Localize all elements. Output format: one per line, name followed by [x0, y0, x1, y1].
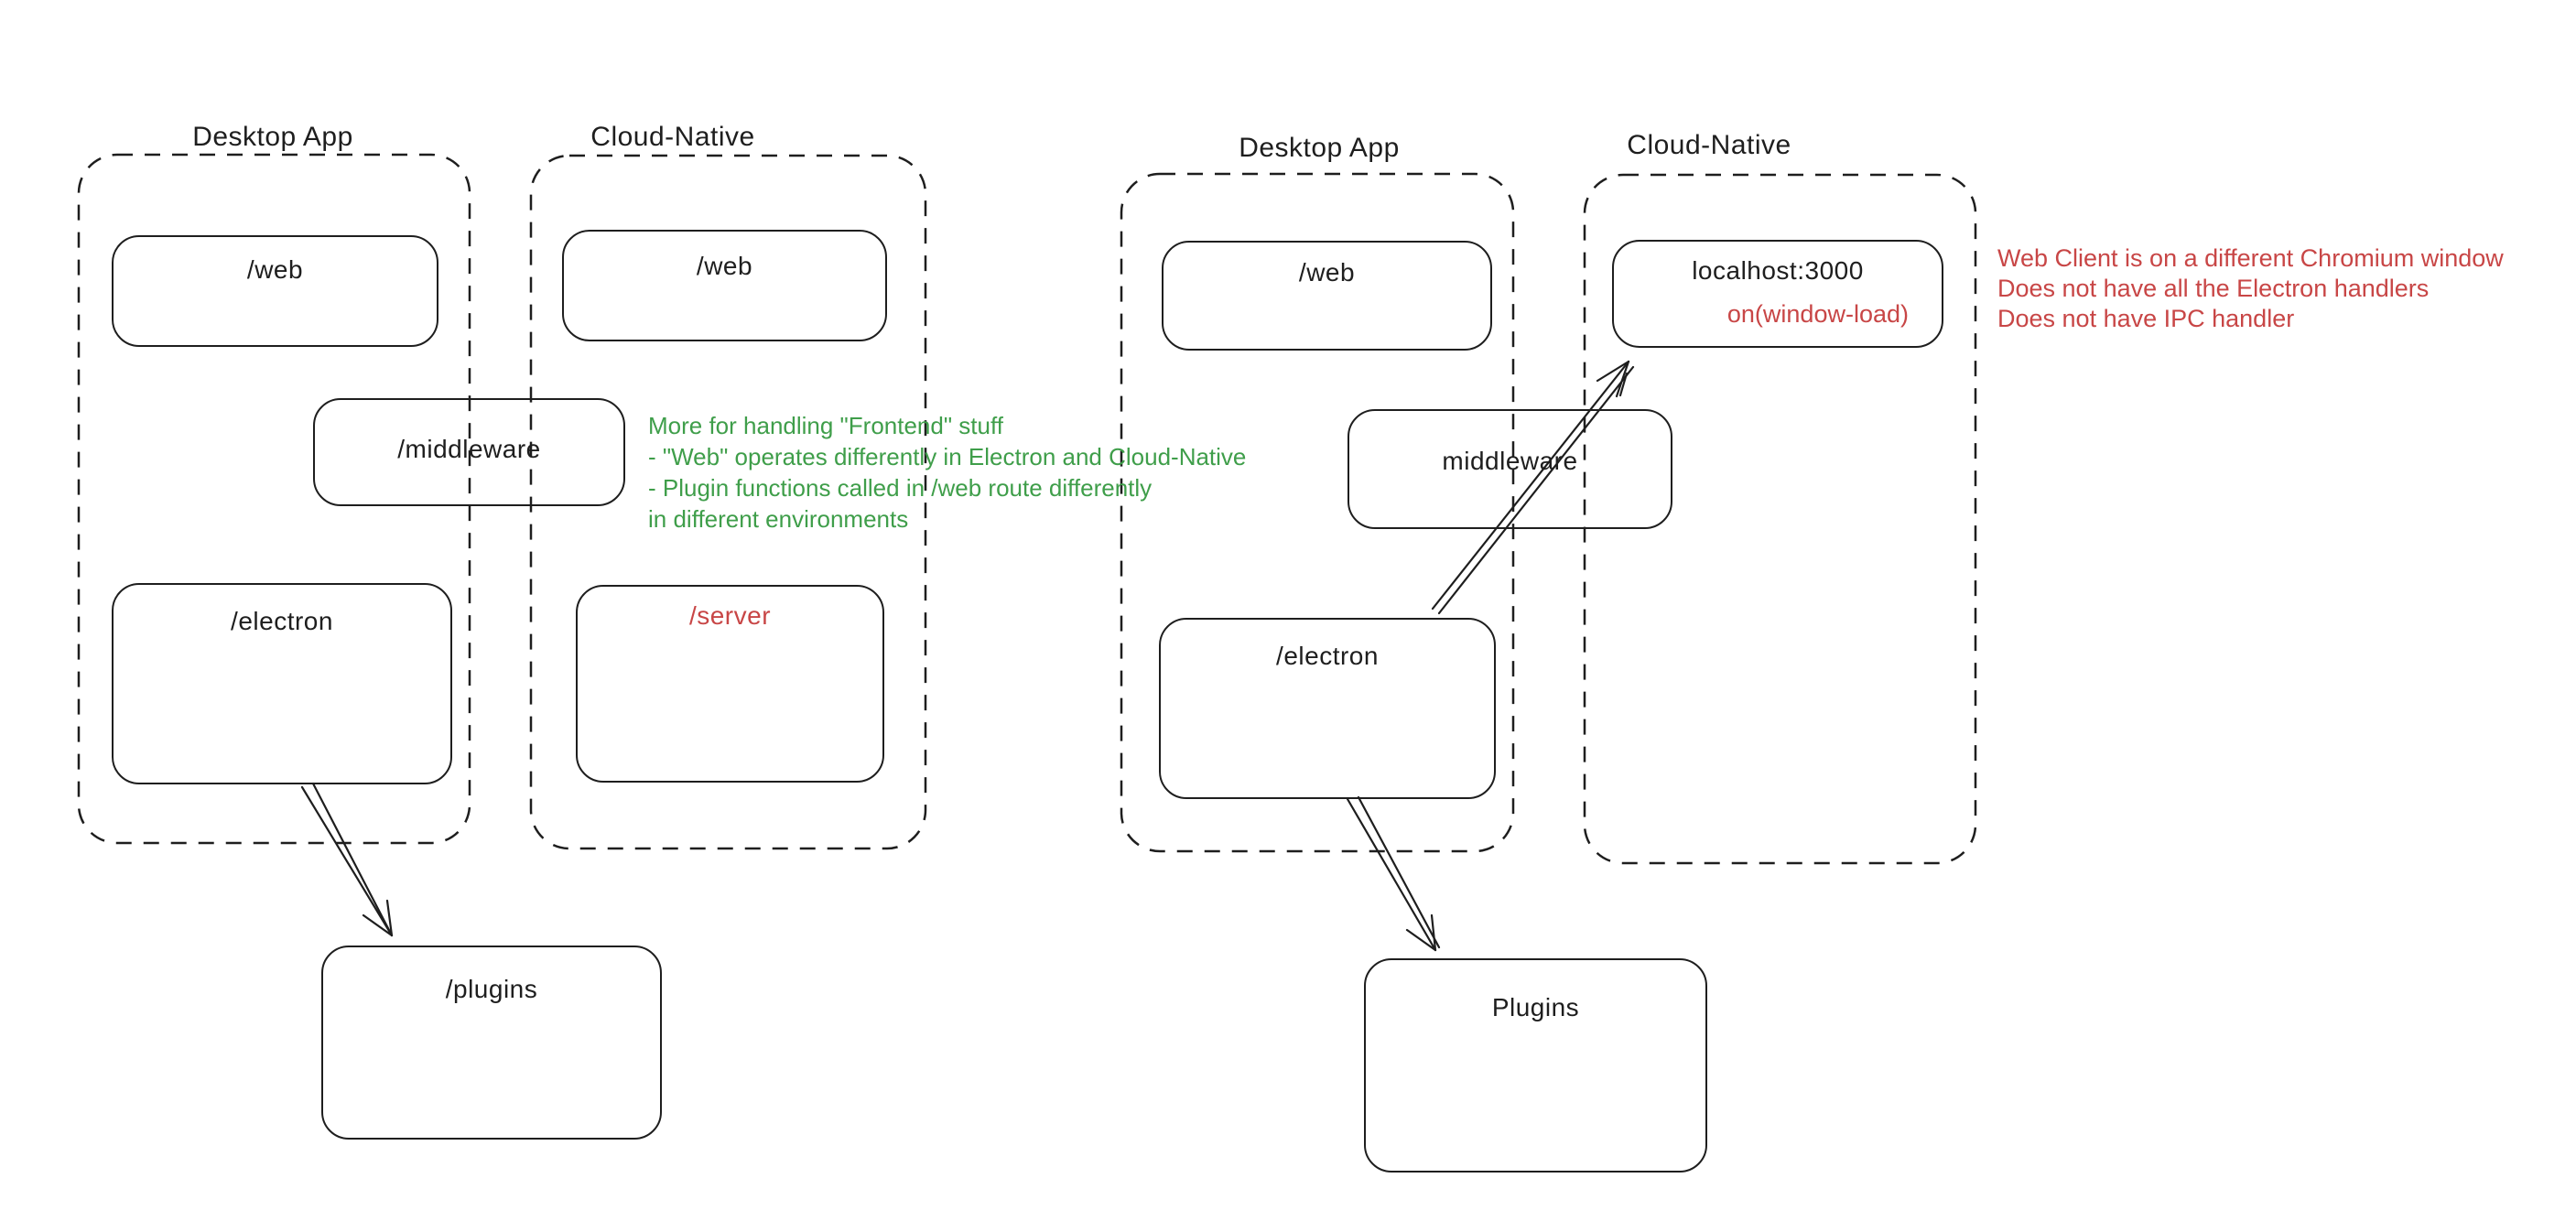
- right-desktop-app-label: Desktop App: [1239, 133, 1400, 163]
- left-web-cloud-box-label: /web: [696, 252, 753, 280]
- left-web-cloud-box: /web: [562, 230, 887, 341]
- right-plugins-box: Plugins: [1364, 958, 1707, 1173]
- right-cloud-native-label: Cloud-Native: [1627, 130, 1791, 160]
- left-cloud-native-label: Cloud-Native: [590, 122, 755, 152]
- red-note-line-2: Does not have all the Electron handlers: [1997, 275, 2430, 302]
- left-electron-box-label: /electron: [231, 607, 333, 635]
- localhost-box-label: localhost:3000: [1692, 256, 1864, 285]
- left-server-box: /server: [576, 585, 884, 783]
- left-plugins-box: /plugins: [321, 946, 662, 1140]
- green-note-line-3: - Plugin functions called in /web route …: [648, 474, 1153, 502]
- left-web-desktop-box-label: /web: [246, 255, 304, 284]
- right-electron-box-label: /electron: [1276, 642, 1379, 670]
- right-middleware-box-label: middleware: [1442, 447, 1578, 475]
- left-desktop-app-label: Desktop App: [192, 122, 353, 152]
- left-middleware-box-label: /middleware: [397, 435, 541, 463]
- green-note-line-4: in different environments: [648, 505, 909, 533]
- red-note-line-3: Does not have IPC handler: [1997, 305, 2295, 332]
- left-electron-box: /electron: [112, 583, 452, 784]
- left-middleware-box: /middleware: [313, 398, 625, 506]
- green-note-line-1: More for handling "Frontend" stuff: [648, 412, 1003, 439]
- right-desktop-app-container: [1120, 172, 1515, 853]
- right-electron-box: /electron: [1159, 618, 1496, 799]
- right-middleware-box: middleware: [1348, 409, 1672, 529]
- right-web-box-label: /web: [1298, 258, 1356, 286]
- green-note: More for handling "Frontend" stuff - "We…: [648, 410, 1246, 535]
- red-note: Web Client is on a different Chromium wi…: [1997, 243, 2504, 334]
- left-web-desktop-box: /web: [112, 235, 438, 347]
- left-server-box-label: /server: [688, 601, 772, 630]
- localhost-box-sublabel: on(window-load): [1726, 300, 1909, 328]
- green-note-line-2: - "Web" operates differently in Electron…: [648, 443, 1247, 470]
- red-note-line-1: Web Client is on a different Chromium wi…: [1997, 244, 2504, 272]
- arrow-electron-to-plugins-left: [300, 782, 394, 937]
- arrow-electron-to-plugins-right: [1346, 795, 1441, 952]
- right-web-box: /web: [1162, 241, 1492, 351]
- left-plugins-box-label: /plugins: [445, 975, 538, 1003]
- left-cloud-native-container: [529, 154, 927, 850]
- arrow-electron-to-localhost: [1431, 360, 1635, 615]
- localhost-box: localhost:3000 on(window-load): [1612, 240, 1943, 348]
- right-plugins-box-label: Plugins: [1491, 993, 1580, 1021]
